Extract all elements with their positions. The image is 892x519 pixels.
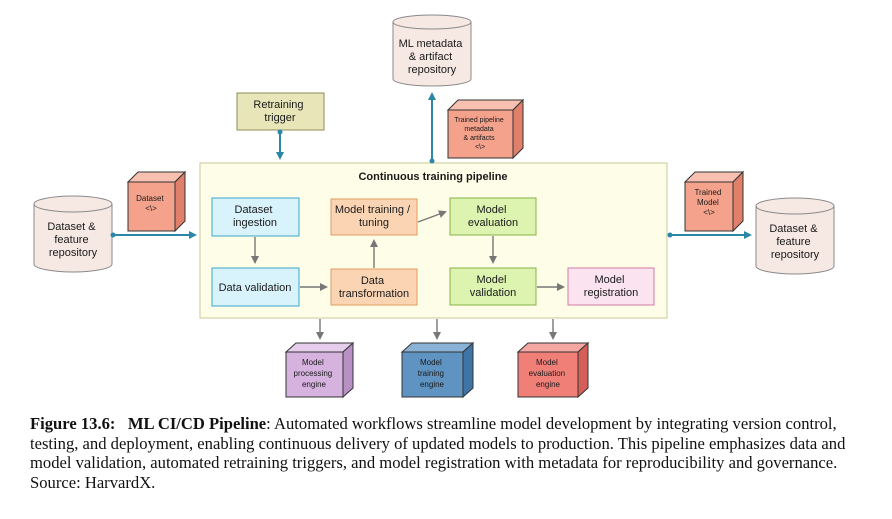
svg-text:Model evaluation: Model evaluation (468, 204, 518, 229)
svg-text:Data transformation: Data transformation (339, 275, 409, 300)
model-training-engine-line-2: training (418, 369, 444, 378)
trained-model-artifact-line-1: Trained (694, 188, 721, 197)
dataset-artifact: Dataset <\> (126, 170, 187, 233)
trained-model-artifact-line-2: Model (697, 198, 719, 207)
retraining-trigger: Retraining trigger (236, 92, 325, 131)
model-evaluation-engine-line-1: Model (536, 358, 558, 367)
model-training-tuning-step: Model training / tuning (330, 198, 418, 236)
svg-text:Dataset ingestion: Dataset ingestion (233, 204, 277, 229)
pipeline-title: Continuous training pipeline (358, 171, 507, 183)
dataset-feature-repository-right: Dataset & feature repository (755, 197, 835, 275)
model-processing-engine-line-3: engine (302, 380, 327, 389)
caption-text: : Automated workflows streamline model d… (30, 414, 846, 492)
model-training-engine-line-1: Model (420, 358, 442, 367)
dataset-ingestion-line-1: Dataset (235, 204, 273, 216)
dataset-artifact-line-1: Dataset (136, 194, 164, 203)
svg-text:Dataset & feature: Dataset & feature repository (47, 221, 98, 259)
svg-text:Dataset & feature: Dataset & feature repository (769, 223, 820, 261)
trained-model-artifact: Trained Model <\> (683, 170, 745, 233)
training-to-evaluation-arrow (417, 210, 447, 223)
dataset-ingestion-line-2: ingestion (233, 217, 277, 229)
model-evaluation-line-2: evaluation (468, 217, 518, 229)
trained-pipeline-artifacts-line-1: Trained pipeline (454, 117, 504, 124)
model-evaluation-step: Model evaluation (449, 197, 537, 236)
retraining-trigger-line-1: Retraining (253, 99, 303, 111)
dataset-repo-right-line-3: repository (771, 249, 820, 261)
svg-text:Model training eng: Model training engine (418, 358, 446, 389)
data-transformation-step: Data transformation (330, 268, 418, 306)
data-validation-label: Data validation (219, 282, 292, 294)
dataset-artifact-line-2: <\> (145, 204, 157, 213)
trained-pipeline-artifacts-line-2: metadata (464, 126, 493, 133)
model-training-engine-line-3: engine (420, 380, 445, 389)
ml-metadata-repository-line-3: repository (408, 64, 457, 76)
model-registration-line-2: registration (584, 287, 638, 299)
ml-metadata-repository: ML metadata & artifact repository (392, 14, 472, 87)
dataset-repo-left-line-3: repository (49, 247, 98, 259)
dataset-feature-repository-left: Dataset & feature repository (33, 195, 113, 273)
model-evaluation-engine-line-3: engine (536, 380, 561, 389)
model-validation-line-2: validation (470, 287, 516, 299)
gray-flow-arrows (251, 210, 565, 340)
model-evaluation-engine-line-2: evaluation (529, 369, 565, 378)
data-transformation-line-1: Data (361, 275, 385, 287)
svg-text:Dataset <\>: Dataset <\> (136, 194, 166, 213)
svg-text:Trained pipeline metadat: Trained pipeline metadata & artifacts <\… (454, 117, 506, 151)
model-training-tuning-line-1: Model training / (335, 204, 411, 216)
svg-text:ML metadata & artifact: ML metadata & artifact repository (399, 38, 466, 76)
model-validation-line-1: Model (476, 274, 506, 286)
trained-model-artifact-line-3: <\> (703, 208, 715, 217)
trained-pipeline-artifacts-line-3: & artifacts (463, 135, 495, 142)
model-processing-engine-line-1: Model (302, 358, 324, 367)
trained-pipeline-artifacts: Trained pipeline metadata & artifacts <\… (446, 98, 525, 160)
data-validation-step: Data validation (211, 267, 300, 307)
svg-text:Model evaluation e: Model evaluation engine (529, 358, 568, 389)
dataset-repo-left-line-2: feature (54, 234, 88, 246)
retraining-trigger-line-2: trigger (264, 112, 296, 124)
data-transformation-line-2: transformation (339, 288, 409, 300)
caption-label: Figure 13.6: (30, 414, 116, 433)
dataset-repo-left-line-1: Dataset & (47, 221, 96, 233)
caption-title: ML CI/CD Pipeline (127, 414, 267, 433)
svg-text:Model registration: Model registration (584, 274, 638, 299)
svg-text:Retraining trigger: Retraining trigger (253, 99, 306, 124)
model-training-tuning-line-2: tuning (359, 217, 389, 229)
figure-caption: Figure 13.6: ML CI/CD Pipeline: Automate… (30, 414, 870, 492)
model-evaluation-line-1: Model (476, 204, 506, 216)
model-processing-engine-line-2: processing (294, 369, 333, 378)
svg-text:Model processing e: Model processing engine (294, 358, 335, 389)
ml-cicd-pipeline-diagram: Continuous training pipeline ML metadata… (33, 14, 835, 399)
ml-metadata-repository-line-2: & artifact (409, 51, 452, 63)
blue-connectors (110, 92, 752, 239)
dataset-repo-right-line-1: Dataset & (769, 223, 818, 235)
ml-metadata-repository-line-1: ML metadata (399, 38, 464, 50)
model-registration-step: Model registration (567, 267, 655, 306)
svg-text:Model training / tuning: Model training / tuning (335, 204, 413, 229)
trained-pipeline-artifacts-line-4: <\> (475, 144, 485, 151)
model-registration-line-1: Model (594, 274, 624, 286)
model-processing-engine: Model processing engine (284, 341, 355, 399)
dataset-ingestion-step: Dataset ingestion (211, 197, 300, 237)
model-evaluation-engine: Model evaluation engine (516, 341, 590, 399)
model-training-engine: Model training engine (400, 341, 475, 399)
svg-text:Model validation: Model validation (470, 274, 516, 299)
svg-text:Trained Model <\>: Trained Model <\> (694, 188, 723, 217)
dataset-repo-right-line-2: feature (776, 236, 810, 248)
model-validation-step: Model validation (449, 267, 537, 306)
